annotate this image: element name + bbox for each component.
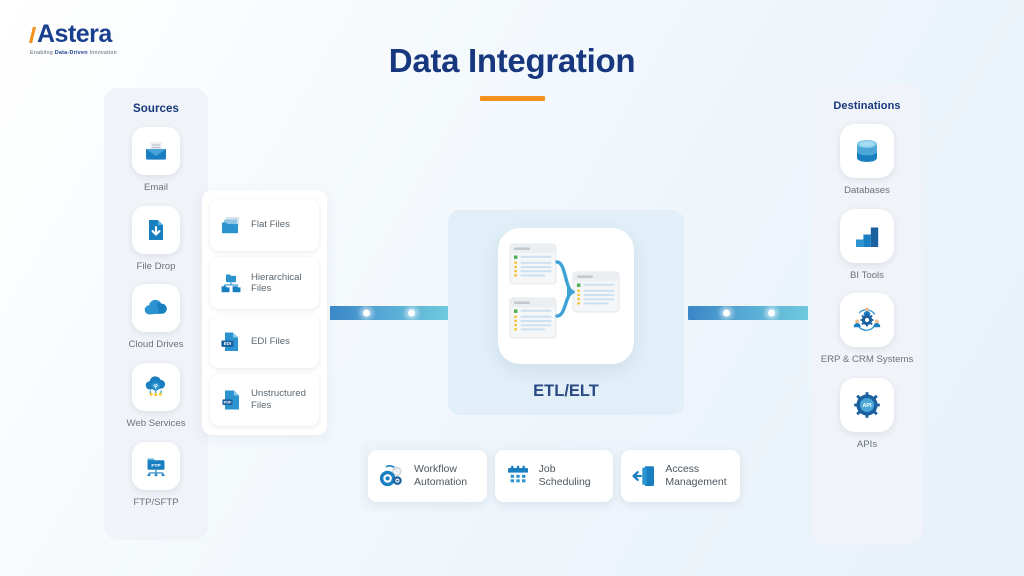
sources-panel: Sources Email	[104, 88, 208, 540]
logo-wordmark: Astera	[28, 22, 148, 47]
file-download-icon	[132, 205, 180, 254]
destination-label: APIs	[856, 439, 878, 451]
edi-file-icon: EDI	[219, 330, 243, 354]
door-entry-icon	[631, 463, 657, 489]
svg-text:PDF: PDF	[224, 399, 232, 404]
sources-heading: Sources	[132, 103, 180, 115]
file-type-label: EDI Files	[251, 335, 290, 347]
file-type-label: Flat Files	[251, 219, 290, 231]
destination-item-databases[interactable]: Databases	[840, 124, 894, 197]
feature-access-management[interactable]: Access Management	[621, 450, 741, 502]
etl-label: ETL/ELT	[533, 382, 599, 400]
logo-tagline-post: Innovation	[87, 50, 117, 56]
source-item-email[interactable]: Email	[132, 127, 180, 194]
feature-job-scheduling[interactable]: Job Scheduling	[494, 450, 614, 502]
destination-label: BI Tools	[850, 269, 884, 281]
source-label: Cloud Drives	[128, 339, 184, 351]
feature-label-line2: Scheduling	[538, 476, 591, 488]
feature-label-line2: Management	[665, 476, 727, 488]
file-types-card: Flat Files Hierarchical Files EDI	[202, 190, 327, 435]
source-item-web-services[interactable]: Web Services	[126, 363, 186, 430]
file-type-edi-files[interactable]: EDI EDI Files	[210, 315, 319, 368]
destinations-heading: Destinations	[833, 100, 901, 112]
ftp-folder-icon: FTP	[132, 441, 180, 490]
source-item-ftp[interactable]: FTP FTP/SFTP	[132, 441, 180, 509]
file-type-label: Unstructured Files	[251, 388, 306, 411]
source-label: File Drop	[136, 260, 176, 272]
source-item-cloud-drives[interactable]: Cloud Drives	[128, 284, 184, 351]
destination-item-bi-tools[interactable]: BI Tools	[840, 208, 894, 282]
feature-label: Workflow Automation	[414, 463, 467, 489]
feature-label-line1: Access	[665, 462, 700, 475]
logo-tagline: Enabling Data-Driven Innovation	[30, 50, 148, 56]
feature-label-line1: Job	[538, 462, 556, 475]
destination-label: ERP & CRM Systems	[820, 354, 914, 366]
file-type-hierarchical-files[interactable]: Hierarchical Files	[210, 257, 319, 310]
api-gear-icon: API	[840, 378, 894, 433]
feature-workflow-automation[interactable]: Workflow Automation	[368, 450, 487, 502]
svg-text:EDI: EDI	[224, 341, 231, 346]
calendar-icon	[505, 463, 531, 489]
cloud-network-icon	[131, 363, 180, 412]
file-type-unstructured-files[interactable]: PDF Unstructured Files	[210, 373, 319, 426]
page-title: Data Integration	[388, 42, 636, 79]
title-underline-accent	[479, 96, 545, 101]
hierarchical-files-icon	[219, 271, 243, 295]
connector-dot	[407, 309, 415, 317]
page-header: Data Integration	[0, 42, 1024, 101]
svg-text:FTP: FTP	[151, 463, 161, 469]
svg-text:API: API	[863, 403, 872, 409]
logo-tagline-pre: Enabling	[30, 50, 55, 56]
destination-label: Databases	[844, 185, 890, 196]
cloud-icon	[131, 284, 180, 333]
sources-to-etl-connector	[330, 306, 448, 320]
etl-to-destinations-connector	[688, 306, 808, 320]
connector-dot	[768, 309, 776, 317]
pdf-file-icon: PDF	[219, 388, 243, 412]
connector-dot	[363, 309, 371, 317]
connector-dot	[722, 309, 730, 317]
capabilities-strip: Workflow Automation Job	[360, 440, 748, 512]
etl-panel: ETL/ELT	[448, 210, 684, 415]
flat-files-icon	[219, 213, 243, 237]
envelope-icon	[132, 127, 180, 175]
logo-name: Astera	[37, 20, 112, 48]
bar-chart-icon	[840, 208, 894, 263]
destination-item-erp-crm[interactable]: ERP & CRM Systems	[820, 293, 914, 366]
database-cylinder-icon	[840, 124, 894, 178]
gears-icon	[378, 463, 406, 489]
source-label: FTP/SFTP	[133, 496, 179, 508]
dataflow-diagram-icon	[498, 228, 634, 364]
feature-label: Job Scheduling	[539, 463, 591, 489]
destination-item-apis[interactable]: API APIs	[840, 378, 894, 451]
feature-label-line2: Automation	[414, 476, 468, 488]
astera-logo: Astera Enabling Data-Driven Innovation	[28, 22, 148, 56]
feature-label-line1: Workflow	[414, 462, 457, 475]
erp-crm-icon	[840, 293, 894, 348]
file-type-flat-files[interactable]: Flat Files	[210, 199, 319, 251]
source-item-file-drop[interactable]: File Drop	[132, 205, 180, 273]
destinations-panel: Destinations Databases BI Tool	[812, 85, 922, 545]
source-label: Web Services	[126, 418, 186, 430]
file-type-label: Hierarchical Files	[251, 271, 302, 295]
source-label: Email	[144, 182, 168, 193]
logo-tagline-bold: Data-Driven	[54, 50, 88, 56]
logo-tick-icon	[29, 27, 36, 43]
feature-label: Access Management	[665, 463, 726, 489]
